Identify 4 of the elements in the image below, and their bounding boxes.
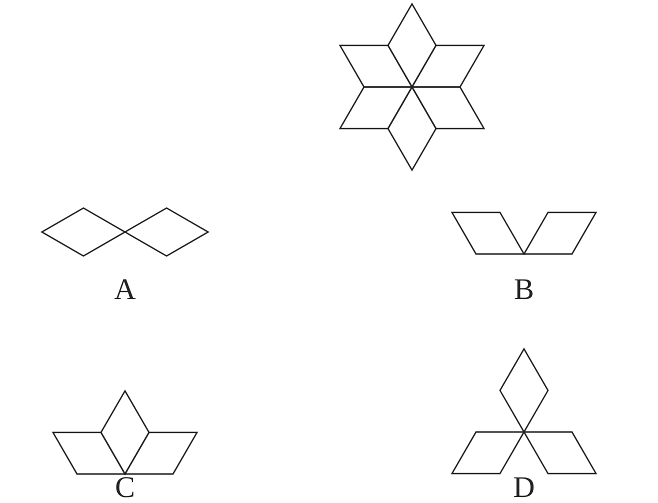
option-letter: A: [114, 275, 136, 305]
option-letter: C: [115, 473, 135, 503]
option-letter: B: [514, 275, 534, 305]
option-letter: D: [513, 473, 535, 503]
